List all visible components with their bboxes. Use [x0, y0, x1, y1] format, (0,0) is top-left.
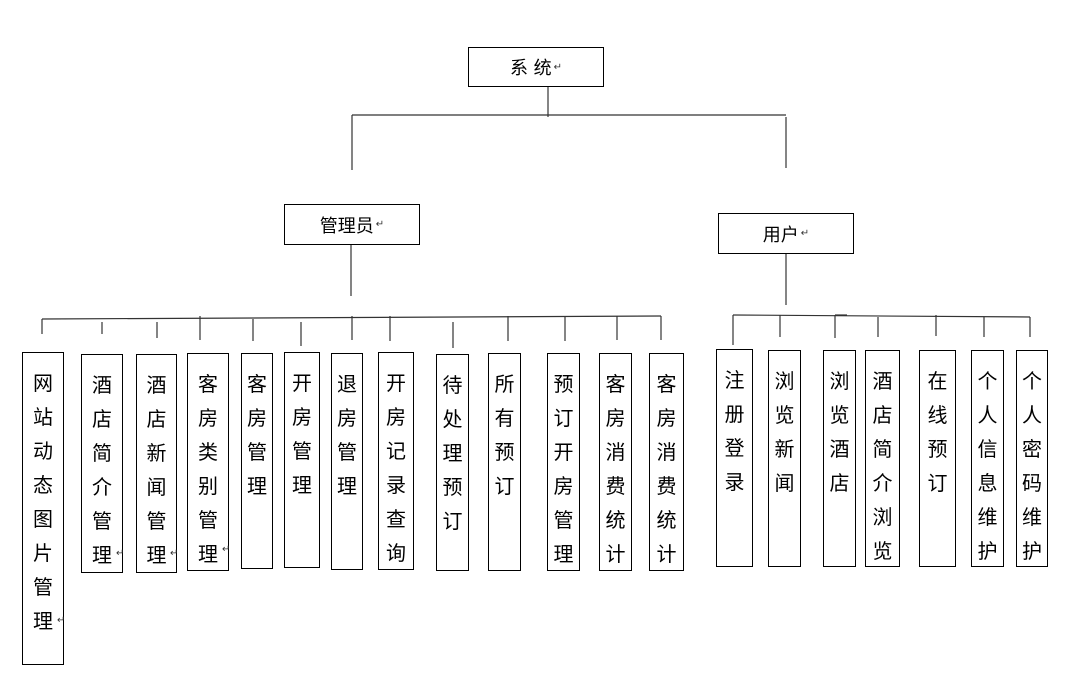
- module-label: 开房记录查询: [386, 371, 406, 565]
- admin-module-room-consumption-stats-1: 客房消费统计: [599, 353, 632, 571]
- root-node: 系 统 ↵: [468, 47, 604, 87]
- module-label: 待处理预订: [442, 373, 463, 533]
- admin-module-room-consumption-stats-2: 客房消费统计: [649, 353, 684, 571]
- user-module-register-login: 注册登录: [716, 349, 753, 567]
- module-label: 客房管理: [247, 372, 267, 498]
- module-label: 所有预订: [494, 372, 515, 498]
- module-label: 注册登录: [724, 368, 745, 494]
- return-mark-icon: ↵: [116, 548, 125, 559]
- user-node: 用户 ↵: [718, 213, 854, 254]
- admin-module-pending-bookings: 待处理预订: [436, 354, 469, 571]
- admin-node: 管理员 ↵: [284, 204, 420, 245]
- user-module-hotel-intro: 酒店简介浏览: [865, 350, 900, 567]
- module-label: 浏览新闻: [774, 369, 795, 495]
- user-module-online-booking: 在线预订: [919, 350, 956, 567]
- module-label: 浏览酒店: [829, 369, 850, 495]
- admin-module-checkin-records: 开房记录查询: [378, 352, 414, 570]
- admin-module-room-types: 客房类别管理 ↵: [187, 353, 231, 571]
- return-mark-icon: ↵: [375, 219, 385, 230]
- admin-module-site-images: 网站动态图片管理 ↵: [22, 352, 66, 665]
- admin-module-all-bookings: 所有预订: [488, 353, 521, 571]
- module-label: 个人密码维护: [1022, 369, 1042, 563]
- admin-label: 管理员: [319, 215, 374, 237]
- return-mark-icon: ↵: [800, 228, 810, 239]
- module-label: 酒店简介浏览: [872, 369, 893, 563]
- admin-module-check-in: 开房管理: [284, 352, 320, 568]
- module-label: 酒店简介管理: [92, 373, 112, 567]
- user-module-personal-info: 个人信息维护: [971, 350, 1004, 567]
- admin-module-hotel-news: 酒店新闻管理 ↵: [136, 354, 179, 573]
- admin-module-booking-checkin: 预订开房管理: [547, 353, 580, 571]
- module-label: 客房类别管理: [198, 372, 218, 566]
- module-label: 客房消费统计: [605, 372, 626, 566]
- module-label: 预订开房管理: [553, 372, 574, 566]
- user-module-browse-news: 浏览新闻: [768, 350, 801, 567]
- return-mark-icon: ↵: [553, 61, 563, 73]
- return-mark-icon: ↵: [57, 615, 66, 626]
- module-label: 退房管理: [337, 372, 357, 498]
- admin-module-rooms: 客房管理: [241, 353, 273, 569]
- module-label: 网站动态图片管理: [33, 371, 53, 633]
- admin-module-hotel-intro: 酒店简介管理 ↵: [81, 354, 125, 573]
- module-label: 个人信息维护: [977, 369, 998, 563]
- user-module-browse-hotels: 浏览酒店: [823, 350, 856, 567]
- admin-module-check-out: 退房管理: [331, 353, 363, 570]
- module-label: 客房消费统计: [656, 372, 677, 566]
- module-label: 酒店新闻管理: [146, 373, 167, 567]
- root-label: 系 统: [509, 58, 552, 79]
- module-label: 在线预订: [927, 369, 948, 495]
- return-mark-icon: ↵: [222, 544, 231, 555]
- return-mark-icon: ↵: [170, 548, 179, 559]
- user-module-password: 个人密码维护: [1016, 350, 1048, 567]
- module-label: 开房管理: [292, 371, 312, 497]
- user-label: 用户: [762, 224, 799, 246]
